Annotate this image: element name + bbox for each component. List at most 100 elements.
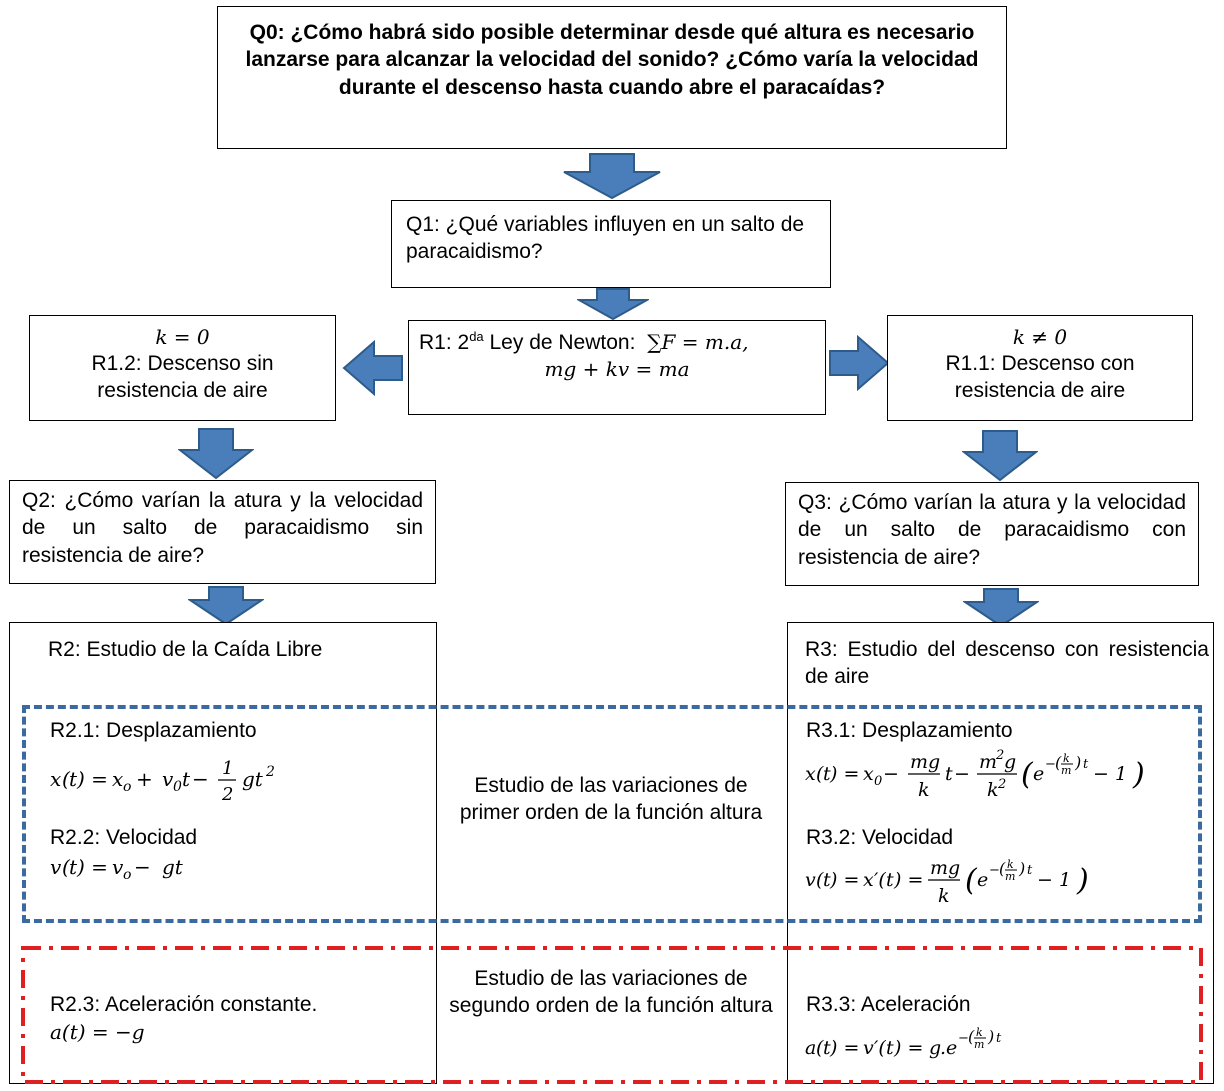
svg-text:1: 1 — [222, 758, 233, 779]
svg-text:(: ( — [999, 859, 1006, 878]
svg-text:(: ( — [968, 1027, 975, 1046]
right-arrow-icon — [829, 335, 890, 391]
svg-text:− 1: − 1 — [1037, 869, 1071, 891]
svg-text:′(: ′( — [874, 1037, 886, 1059]
svg-text:g: g — [1004, 751, 1016, 773]
svg-text:t: t — [1083, 757, 1089, 772]
svg-text:(: ( — [965, 863, 978, 898]
svg-text:k: k — [976, 1026, 983, 1039]
svg-text:) =: ) = — [76, 767, 108, 791]
svg-text:2: 2 — [995, 748, 1004, 763]
svg-text:k: k — [987, 779, 999, 801]
svg-text:) =: ) = — [829, 1037, 859, 1059]
svg-text:e: e — [977, 869, 988, 891]
svg-text:gt: gt — [242, 767, 264, 791]
r1-label: R1: 2da Ley de Newton: — [419, 329, 636, 354]
svg-text:k: k — [938, 885, 950, 907]
svg-text:(: ( — [816, 763, 824, 785]
svg-text:m: m — [979, 751, 997, 773]
svg-text:0: 0 — [874, 774, 882, 789]
svg-text:mg: mg — [930, 857, 960, 879]
svg-text:): ) — [987, 1027, 994, 1046]
svg-text:) =: ) = — [893, 869, 923, 891]
svg-text:0: 0 — [173, 779, 182, 795]
svg-text:x: x — [50, 767, 61, 791]
svg-text:): ) — [1074, 753, 1081, 772]
svg-text:o: o — [123, 867, 131, 883]
r3-box — [787, 622, 1214, 1084]
q1-text: Q1: ¿Qué variables influyen en un salto … — [406, 213, 805, 264]
svg-text:2: 2 — [997, 777, 1006, 792]
second-order-region — [21, 946, 1203, 1084]
first-order-text: Estudio de las variaciones de primer ord… — [459, 774, 763, 825]
svg-text:): ) — [1132, 757, 1145, 792]
svg-text:(: ( — [816, 1037, 824, 1059]
svg-text:(: ( — [1021, 757, 1034, 792]
r1-eq2: mg + kv = ma — [544, 357, 690, 382]
down-arrow-icon — [962, 430, 1038, 482]
q2-text: Q2: ¿Cómo varían la atura y la velocidad… — [22, 489, 423, 567]
left-arrow-icon — [342, 340, 403, 396]
r21-equation: x ( t ) = x o + v 0 t − 1 2 gt 2 — [50, 758, 275, 805]
second-order-text: Estudio de las variaciones de segundo or… — [449, 967, 773, 1018]
r22-label: R2.2: Velocidad — [50, 826, 198, 849]
q2-box: Q2: ¿Cómo varían la atura y la velocidad… — [9, 480, 436, 584]
svg-text:e: e — [946, 1037, 957, 1059]
svg-text:m: m — [974, 1038, 984, 1051]
svg-text:2: 2 — [265, 764, 275, 780]
r32-label: R3.2: Velocidad — [806, 826, 954, 849]
down-arrow-icon — [563, 153, 661, 200]
q1-box: Q1: ¿Qué variables influyen en un salto … — [391, 200, 831, 288]
r31-label: R3.1: Desplazamiento — [806, 719, 1013, 742]
svg-text:−: − — [954, 763, 970, 785]
svg-text:o: o — [123, 779, 131, 795]
r11-condition: k ≠ 0 — [1012, 325, 1068, 349]
svg-text:v: v — [50, 855, 62, 879]
svg-text:.: . — [940, 1037, 946, 1059]
r22-equation: v ( t ) = v o − gt — [50, 855, 184, 883]
svg-text:v: v — [805, 869, 816, 891]
svg-text:): ) — [1018, 859, 1025, 878]
svg-text:(: ( — [62, 767, 71, 791]
svg-text:− 1: − 1 — [1093, 763, 1127, 785]
svg-text:t: t — [182, 767, 191, 791]
svg-text:x: x — [112, 767, 123, 791]
r1-eq1: ∑F = m.a, — [647, 330, 749, 354]
down-arrow-icon — [963, 588, 1039, 628]
r33-equation: a ( t ) = v ′( t ) = g . e − ( k m ) t — [805, 1026, 1002, 1059]
svg-text:t: t — [823, 869, 831, 891]
svg-text:−: − — [134, 855, 151, 879]
r33-label: R3.3: Aceleración — [806, 993, 971, 1016]
svg-text:): ) — [1076, 863, 1089, 898]
r12-text: R1.2: Descenso sin resistencia de aire — [91, 352, 274, 403]
svg-text:t: t — [945, 763, 953, 785]
r31-equation: x ( t ) = x 0 − mg k t − m 2 g k 2 ( e −… — [805, 748, 1145, 801]
svg-text:(: ( — [816, 869, 824, 891]
svg-text:t: t — [823, 763, 831, 785]
svg-text:) =: ) = — [76, 855, 108, 879]
svg-text:m: m — [1061, 764, 1071, 777]
r11-text: R1.1: Descenso con resistencia de aire — [945, 352, 1135, 403]
r21-label: R2.1: Desplazamiento — [50, 719, 257, 742]
svg-text:k: k — [1063, 752, 1070, 765]
svg-text:′(: ′( — [874, 869, 886, 891]
r12-condition: k = 0 — [155, 325, 210, 349]
svg-text:−: − — [958, 1031, 969, 1046]
r23-equation: a(t) = −g — [50, 1020, 145, 1044]
svg-text:+: + — [136, 767, 153, 791]
svg-text:(: ( — [1055, 753, 1062, 772]
down-arrow-icon — [178, 428, 254, 480]
r3-title: R3: Estudio del descenso con resistencia… — [805, 638, 1209, 689]
r2-title: R2: Estudio de la Caída Libre — [48, 638, 323, 661]
svg-text:2: 2 — [221, 784, 233, 805]
svg-text:) =: ) = — [829, 869, 859, 891]
svg-text:t: t — [69, 855, 78, 879]
down-arrow-icon — [577, 288, 649, 320]
svg-text:) =: ) = — [893, 1037, 923, 1059]
svg-text:g: g — [929, 1037, 941, 1059]
svg-text:v: v — [162, 767, 174, 791]
r1-box: R1: 2da Ley de Newton: ∑F = m.a, mg + kv… — [408, 320, 826, 415]
r11-box: k ≠ 0 R1.1: Descenso con resistencia de … — [887, 315, 1193, 421]
svg-text:−: − — [989, 863, 1000, 878]
svg-text:t: t — [996, 1031, 1002, 1046]
